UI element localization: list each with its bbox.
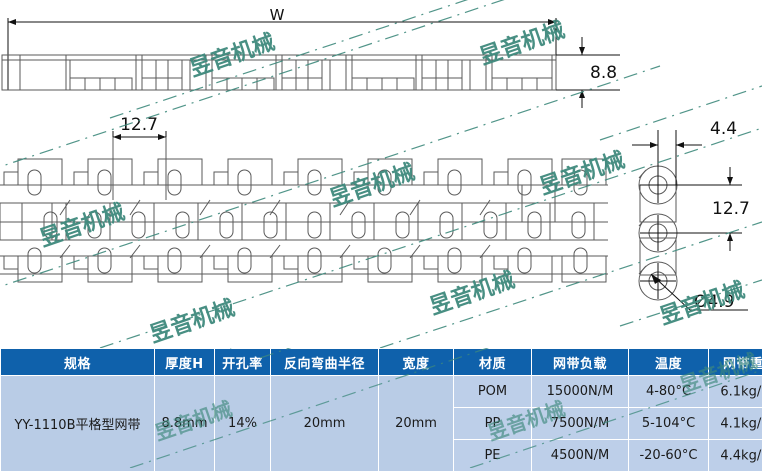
- cell-material: PE: [454, 440, 532, 472]
- column-header-thickness: 厚度H: [155, 349, 215, 376]
- cell-temperature: -20-60°C: [629, 440, 709, 472]
- cell-width: 20mm: [379, 376, 454, 472]
- thickness-dimension-label: 8.8: [590, 63, 617, 83]
- weight-value: 4.4kg/m: [720, 449, 762, 464]
- column-header-material: 材质: [454, 349, 532, 376]
- pitch-top-dimension-label: 12.7: [120, 115, 158, 135]
- width-dimension-label: W: [270, 6, 285, 24]
- cell-weight: 4.4kg/m2: [709, 440, 762, 472]
- rod-diameter-label: Ø4.9: [694, 292, 734, 312]
- engineering-drawing-area: .ln { stroke:#5a5a5a; stroke-width:1; fi…: [0, 0, 762, 348]
- cell-load: 4500N/M: [532, 440, 629, 472]
- cell-load: 15000N/M: [532, 376, 629, 408]
- cell-open-area: 14%: [215, 376, 271, 472]
- weight-value: 4.1kg/m: [720, 417, 762, 432]
- column-header-load: 网带负载: [532, 349, 629, 376]
- cell-temperature: 5-104°C: [629, 408, 709, 440]
- cell-thickness: 8.8mm: [155, 376, 215, 472]
- specification-table: 规格 厚度H 开孔率 反向弯曲半径 宽度 材质 网带负载 温度 网带重量 YY-…: [0, 348, 762, 472]
- weight-value: 6.1kg/m: [720, 385, 762, 400]
- plan-top-view: [0, 137, 608, 282]
- column-header-back-bend-radius: 反向弯曲半径: [271, 349, 379, 376]
- column-header-weight: 网带重量: [709, 349, 762, 376]
- cell-temperature: 4-80°C: [629, 376, 709, 408]
- link-width-dimension: [632, 130, 702, 185]
- cell-material: POM: [454, 376, 532, 408]
- side-link-detail-view: [632, 130, 748, 310]
- cell-load: 7500N/M: [532, 408, 629, 440]
- table-row: YY-1110B平格型网带 8.8mm 14% 20mm 20mm POM 15…: [1, 376, 762, 408]
- column-header-width: 宽度: [379, 349, 454, 376]
- column-header-model: 规格: [1, 349, 155, 376]
- cell-weight: 6.1kg/m2: [709, 376, 762, 408]
- side-pitch-dimension-label: 12.7: [712, 199, 750, 219]
- front-elevation-view: [2, 55, 556, 90]
- cell-back-bend-radius: 20mm: [271, 376, 379, 472]
- link-width-dimension-label: 4.4: [710, 119, 737, 139]
- table-header-row: 规格 厚度H 开孔率 反向弯曲半径 宽度 材质 网带负载 温度 网带重量: [1, 349, 762, 376]
- cell-material: PP: [454, 408, 532, 440]
- column-header-open-area: 开孔率: [215, 349, 271, 376]
- cell-model: YY-1110B平格型网带: [1, 376, 155, 472]
- column-header-temperature: 温度: [629, 349, 709, 376]
- cell-weight: 4.1kg/m2: [709, 408, 762, 440]
